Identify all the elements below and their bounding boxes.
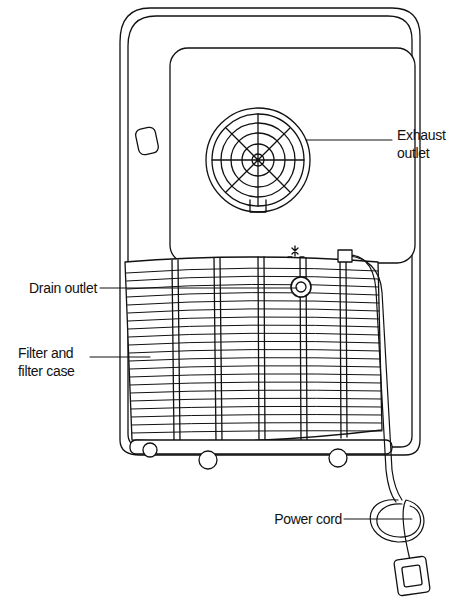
power-cord — [350, 256, 402, 500]
filter-slat — [131, 406, 381, 409]
filter-slat — [132, 431, 382, 433]
part-label: Filter and filter case — [18, 344, 94, 380]
fan-ring — [206, 108, 310, 212]
back-panel — [170, 48, 415, 263]
filter-slat — [130, 382, 381, 385]
part-label: Power cord — [274, 510, 342, 528]
filter-slat — [130, 374, 381, 377]
fan-tab — [250, 200, 266, 212]
part-label: Drain outlet — [29, 279, 97, 297]
wheel — [329, 449, 347, 467]
wheel — [199, 451, 217, 469]
power-plug — [394, 556, 431, 596]
unit-body — [120, 8, 420, 455]
filter-slat — [132, 423, 382, 425]
filter-slat — [127, 301, 379, 305]
vent-symbol — [288, 246, 304, 257]
filter-bars — [172, 257, 347, 443]
leader-line — [344, 519, 412, 520]
exhaust-fan-grille — [206, 108, 310, 212]
leader-line — [306, 140, 392, 141]
filter-slat — [129, 349, 380, 353]
part-label: Exhaust outlet — [397, 126, 459, 162]
filter-slat — [128, 325, 379, 329]
filter-slat — [129, 341, 380, 345]
leader-lines — [90, 140, 412, 519]
filter-case-outline — [125, 257, 382, 442]
filter-slat — [130, 366, 381, 369]
power-cord — [342, 255, 396, 502]
filter-slat — [128, 317, 379, 321]
drain-outlet-inner — [296, 282, 306, 292]
fan-ring — [212, 114, 304, 206]
filter-slats — [126, 268, 382, 433]
leader-line — [100, 288, 297, 289]
filter-slat — [128, 309, 379, 313]
wheel — [143, 443, 157, 457]
cord-loop — [377, 504, 421, 537]
base-plate — [130, 440, 392, 454]
cord-loop — [370, 500, 424, 560]
filter-slat — [131, 398, 381, 401]
drain-outlet — [291, 277, 311, 297]
cord-clip — [338, 250, 352, 262]
filter-slat — [131, 415, 381, 417]
power-plug-face — [402, 565, 423, 587]
filter-case — [125, 257, 382, 443]
handle-recess — [135, 126, 160, 156]
filter-slat — [131, 390, 381, 393]
leader-line — [90, 357, 150, 358]
filter-slat — [127, 293, 379, 297]
filter-slat — [129, 358, 380, 361]
fan-spokes — [212, 114, 304, 206]
filter-slat — [129, 333, 380, 337]
